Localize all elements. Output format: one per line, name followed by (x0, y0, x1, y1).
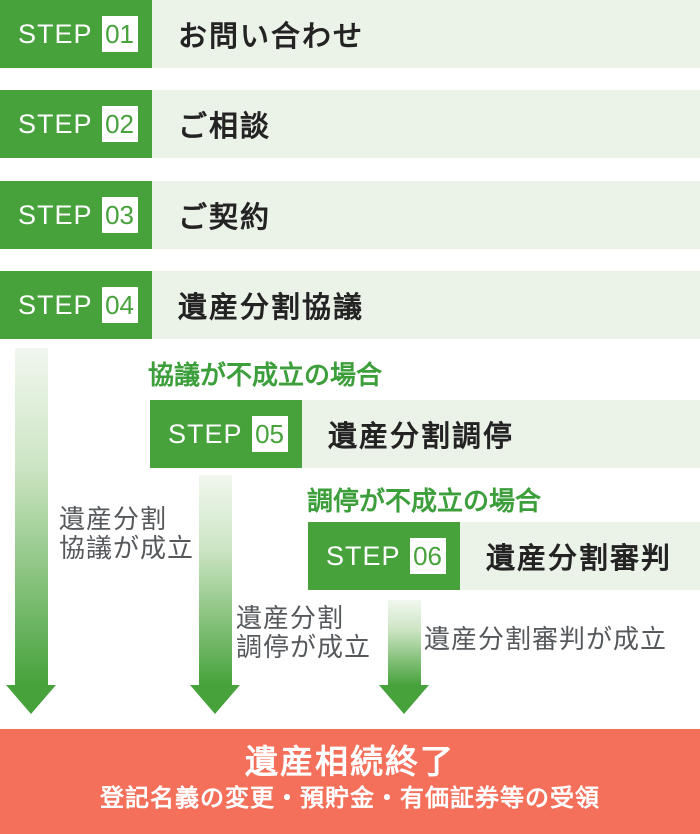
step-row-3: STEP 03 ご契約 (0, 181, 700, 249)
step-word: STEP (168, 418, 243, 449)
step-title-6: 遺産分割審判 (486, 543, 673, 575)
step-row-5: STEP 05 遺産分割調停 (150, 400, 700, 468)
caption-line: 遺産分割 (59, 504, 168, 534)
step-number-box: 05 (251, 416, 288, 452)
down-arrow-1 (6, 348, 56, 714)
step-number: 04 (105, 290, 134, 320)
condition-label-2: 調停が不成立の場合 (307, 486, 542, 516)
caption-line: 遺産分割 (236, 603, 345, 633)
step-title-1: お問い合わせ (178, 21, 365, 53)
arrow-caption-3: 遺産分割審判が成立 (424, 625, 667, 654)
step-label-2: STEP 02 (0, 90, 152, 158)
down-arrow-2 (190, 475, 240, 714)
step-title-4: 遺産分割協議 (178, 292, 365, 324)
step-number: 03 (105, 200, 134, 230)
step-number-box: 01 (101, 16, 138, 52)
step-row-1: STEP 01 お問い合わせ (0, 0, 700, 68)
step-word: STEP (18, 18, 93, 49)
step-label-4: STEP 04 (0, 271, 152, 339)
step-number: 02 (105, 109, 134, 139)
step-row-2: STEP 02 ご相談 (0, 90, 700, 158)
step-label-6: STEP 06 (308, 522, 460, 590)
caption-line: 遺産分割審判が成立 (424, 624, 668, 654)
footer-title: 遺産相続終了 (245, 743, 455, 780)
step-row-6: STEP 06 遺産分割審判 (308, 522, 700, 590)
step-title-5: 遺産分割調停 (328, 421, 515, 453)
step-label-3: STEP 03 (0, 181, 152, 249)
arrow-caption-1: 遺産分割 協議が成立 (59, 505, 194, 563)
step-number-box: 02 (101, 106, 138, 142)
step-number: 06 (413, 541, 442, 571)
condition-label-1: 協議が不成立の場合 (148, 360, 383, 390)
step-number-box: 03 (101, 197, 138, 233)
step-word: STEP (326, 540, 401, 571)
arrow-shaft (198, 475, 232, 685)
arrow-caption-2: 遺産分割 調停が成立 (236, 604, 371, 662)
step-word: STEP (18, 199, 93, 230)
step-word: STEP (18, 108, 93, 139)
arrow-shaft (387, 600, 421, 685)
caption-line: 調停が成立 (236, 632, 372, 662)
step-word: STEP (18, 289, 93, 320)
down-arrow-3 (379, 600, 429, 714)
step-label-1: STEP 01 (0, 0, 152, 68)
step-number: 05 (255, 419, 284, 449)
step-label-5: STEP 05 (150, 400, 302, 468)
footer-subtitle: 登記名義の変更・預貯金・有価証券等の受領 (100, 785, 600, 812)
step-number-box: 04 (101, 287, 138, 323)
step-row-4: STEP 04 遺産分割協議 (0, 271, 700, 339)
step-title-2: ご相談 (178, 111, 272, 143)
step-number: 01 (105, 19, 134, 49)
footer-banner: 遺産相続終了 登記名義の変更・預貯金・有価証券等の受領 (0, 729, 700, 834)
arrow-head-icon (190, 685, 240, 714)
arrow-head-icon (6, 685, 56, 714)
caption-line: 協議が成立 (59, 533, 195, 563)
arrow-head-icon (379, 685, 429, 714)
step-number-box: 06 (409, 538, 446, 574)
arrow-shaft (14, 348, 48, 685)
step-title-3: ご契約 (178, 202, 272, 234)
